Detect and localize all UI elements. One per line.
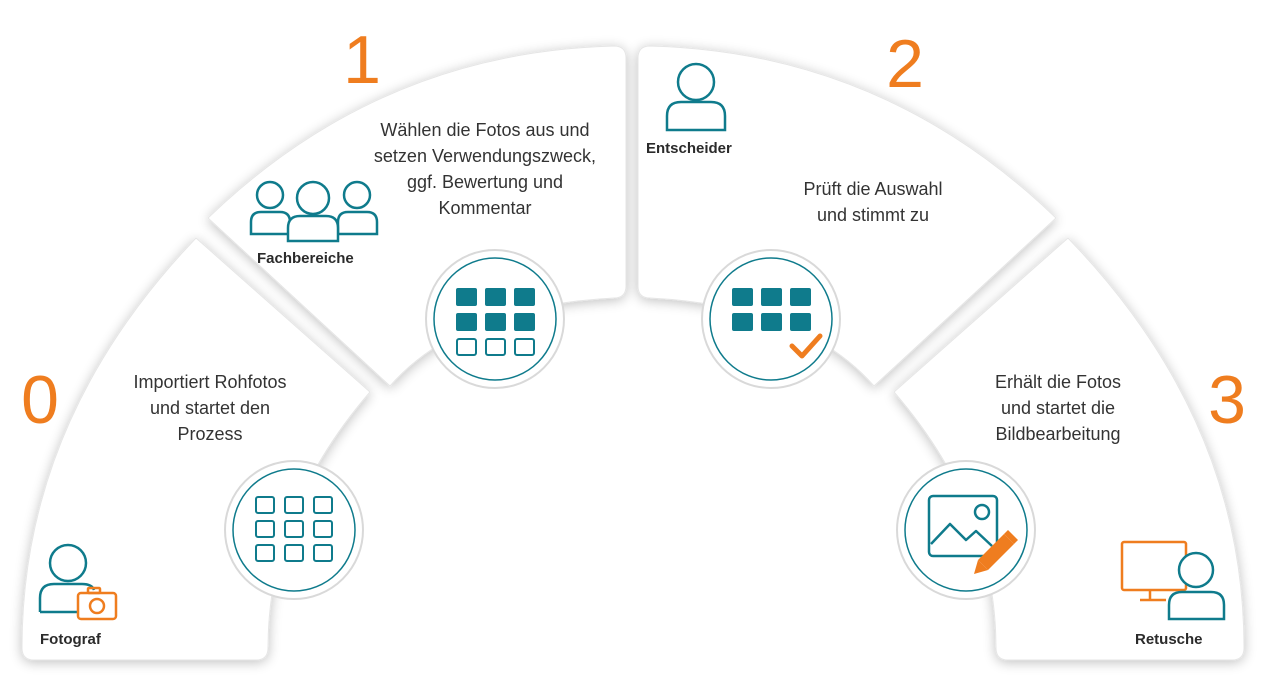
selection-grid-icon: [425, 249, 565, 389]
step-0-description: Importiert Rohfotos und startet den Proz…: [100, 369, 320, 447]
description-line: Prüft die Auswahl: [803, 179, 943, 199]
description-line: ggf. Bewertung und: [406, 172, 564, 192]
photographer-icon: [38, 543, 118, 621]
step-3-role: Retusche: [1135, 631, 1203, 648]
step-3-number: 3: [1208, 362, 1246, 438]
image-edit-icon: [896, 460, 1036, 600]
description-line: Importiert Rohfotos: [133, 372, 287, 392]
step-1-number: 1: [343, 22, 381, 98]
step-2-number: 2: [886, 26, 924, 102]
empty-grid-icon: [224, 460, 364, 600]
description-line: und startet die: [1000, 398, 1116, 418]
step-3-description: Erhält die Fotos und startet die Bildbea…: [952, 369, 1164, 447]
description-line: setzen Verwendungszweck,: [373, 146, 597, 166]
step-2-role: Entscheider: [646, 140, 732, 157]
step-0-number: 0: [21, 362, 59, 438]
step-2-description: Prüft die Auswahl und stimmt zu: [770, 176, 976, 228]
description-line: Erhält die Fotos: [994, 372, 1122, 392]
group-icon: [249, 180, 379, 243]
description-line: Wählen die Fotos aus und: [380, 120, 590, 140]
pencil-icon: [974, 530, 1018, 574]
description-line: und startet den: [149, 398, 271, 418]
step-1-role: Fachbereiche: [257, 250, 354, 267]
step-0-role: Fotograf: [40, 631, 101, 648]
approved-grid-icon: [701, 249, 841, 389]
step-1-description: Wählen die Fotos aus und setzen Verwendu…: [354, 117, 616, 221]
description-line: Prozess: [177, 424, 243, 444]
retoucher-icon: [1120, 540, 1226, 621]
description-line: Bildbearbeitung: [995, 424, 1121, 444]
checkmark-icon: [789, 333, 823, 359]
description-line: und stimmt zu: [816, 205, 930, 225]
user-icon: [665, 62, 727, 132]
description-line: Kommentar: [438, 198, 532, 218]
